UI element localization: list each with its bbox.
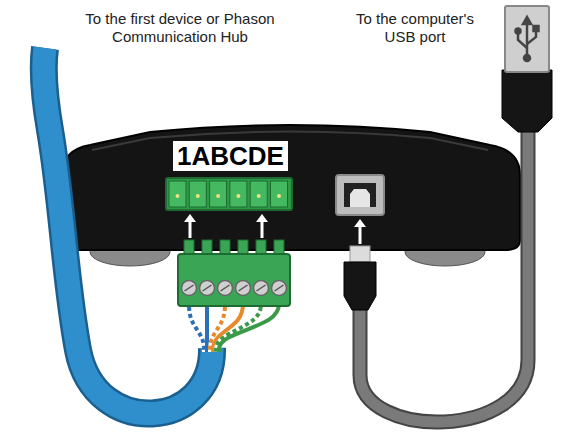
usb-a-plug-body xyxy=(502,70,552,132)
plug-screws xyxy=(182,281,287,296)
terminal-socket xyxy=(166,178,292,210)
arrow-head xyxy=(354,219,366,227)
cable-destination-label: To the computer's USB port xyxy=(343,10,487,46)
usb-b-port-key xyxy=(350,189,370,207)
arrow-head xyxy=(256,214,268,222)
arrow-shaft xyxy=(189,220,192,238)
socket-contact xyxy=(236,194,240,198)
usb-cable xyxy=(360,125,528,422)
terminal-screw xyxy=(218,281,233,296)
screw-slot xyxy=(239,285,248,291)
socket-slot xyxy=(210,181,227,207)
screw-slot xyxy=(275,285,284,291)
terminal-label: 1ABCDE xyxy=(173,141,288,171)
socket-contact xyxy=(257,194,261,198)
insert-arrows xyxy=(184,214,366,244)
screw-slot xyxy=(257,285,266,291)
socket-slot xyxy=(230,181,247,207)
usb-symbol-dot xyxy=(516,29,521,34)
device-edge xyxy=(92,132,488,151)
socket-contact xyxy=(176,194,180,198)
usb-b-plug xyxy=(344,262,376,310)
arrow-shaft xyxy=(261,220,264,238)
wire xyxy=(219,300,279,352)
usb-symbol-branch xyxy=(518,33,527,48)
usb-symbol xyxy=(516,17,539,61)
screw-slot xyxy=(185,285,194,291)
terminal-screw xyxy=(182,281,197,296)
socket-slots xyxy=(169,181,288,207)
socket-contact xyxy=(196,194,200,198)
terminal-screw xyxy=(272,281,287,296)
usb-b-port-opening xyxy=(344,183,376,207)
usb-b-plug-tip xyxy=(350,246,370,262)
terminal-screw xyxy=(236,281,251,296)
wire xyxy=(189,300,204,352)
usb-a-shell xyxy=(505,6,549,72)
cable-destination-label: To the first device or Phason Communicat… xyxy=(78,10,282,46)
usb-symbol-base xyxy=(524,55,530,61)
device-body xyxy=(62,125,520,250)
socket-contact xyxy=(277,194,281,198)
socket-slot xyxy=(250,181,267,207)
blue-cable-outline xyxy=(44,48,212,414)
terminal-screw xyxy=(200,281,215,296)
cable-wires xyxy=(189,300,279,352)
socket-slot xyxy=(189,181,206,207)
arrow-shaft xyxy=(359,225,362,244)
usb-symbol-square xyxy=(534,26,539,31)
terminal-screw xyxy=(254,281,269,296)
wire-base xyxy=(189,300,204,352)
socket-slot xyxy=(271,181,288,207)
usb-b-port xyxy=(336,175,384,215)
screw-slot xyxy=(221,285,230,291)
usb-cable-outline xyxy=(360,125,528,422)
screw-slot xyxy=(203,285,212,291)
blue-cable xyxy=(44,48,212,414)
terminal-plug xyxy=(178,254,290,306)
arrow-head xyxy=(184,214,196,222)
socket-contact xyxy=(216,194,220,198)
usb-symbol-head xyxy=(523,17,531,24)
socket-slot xyxy=(169,181,186,207)
